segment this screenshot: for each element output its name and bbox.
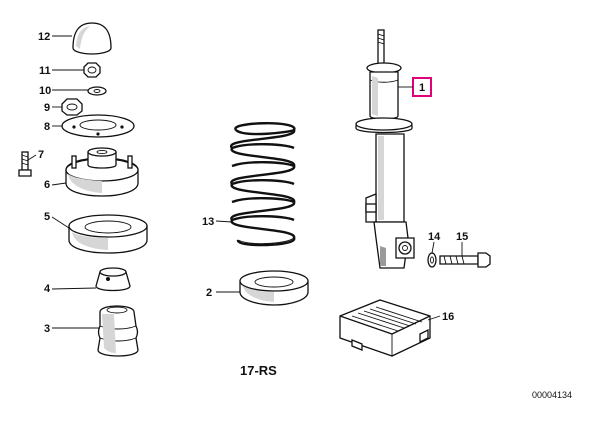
part-bolt[interactable] [18,151,32,177]
callout-16[interactable]: 16 [442,311,454,323]
part-hex-nut[interactable] [61,98,83,116]
callout-1-box[interactable] [398,77,432,97]
callout-12[interactable]: 12 [38,31,50,43]
part-washer-small[interactable] [427,252,437,268]
leader-lines-right [427,241,463,321]
callout-7[interactable]: 7 [38,149,44,161]
part-shock-absorber[interactable] [355,29,415,269]
leader-lines-middle [215,220,240,293]
group-label: 17-RS [240,363,277,378]
part-bolt-long[interactable] [439,252,491,268]
part-nut-small[interactable] [83,62,101,78]
callout-13[interactable]: 13 [202,216,214,228]
leader-lines-left [27,35,100,329]
callout-3[interactable]: 3 [44,323,50,335]
part-dust-cap[interactable] [72,22,112,55]
callout-10[interactable]: 10 [39,85,51,97]
part-coil-spring[interactable] [230,122,296,247]
callout-5[interactable]: 5 [44,211,50,223]
callout-6[interactable]: 6 [44,179,50,191]
callout-14[interactable]: 14 [428,231,441,243]
callout-15[interactable]: 15 [456,231,468,243]
callout-4[interactable]: 4 [44,283,51,295]
part-bump-stop[interactable] [97,305,139,357]
callout-2[interactable]: 2 [206,287,212,299]
reference-code: 00004134 [532,390,572,400]
callout-9[interactable]: 9 [44,102,50,114]
callout-11[interactable]: 11 [39,65,51,77]
part-ring-cushion[interactable] [68,214,148,254]
part-support-plate[interactable] [61,114,135,138]
part-strut-mount[interactable] [65,147,139,197]
callout-1[interactable]: 1 [419,82,425,94]
part-washer[interactable] [87,86,107,96]
callout-8[interactable]: 8 [44,121,50,133]
part-spring-seat[interactable] [239,270,309,306]
part-control-unit[interactable] [339,299,431,357]
part-bump-stop-cap[interactable] [95,267,131,292]
